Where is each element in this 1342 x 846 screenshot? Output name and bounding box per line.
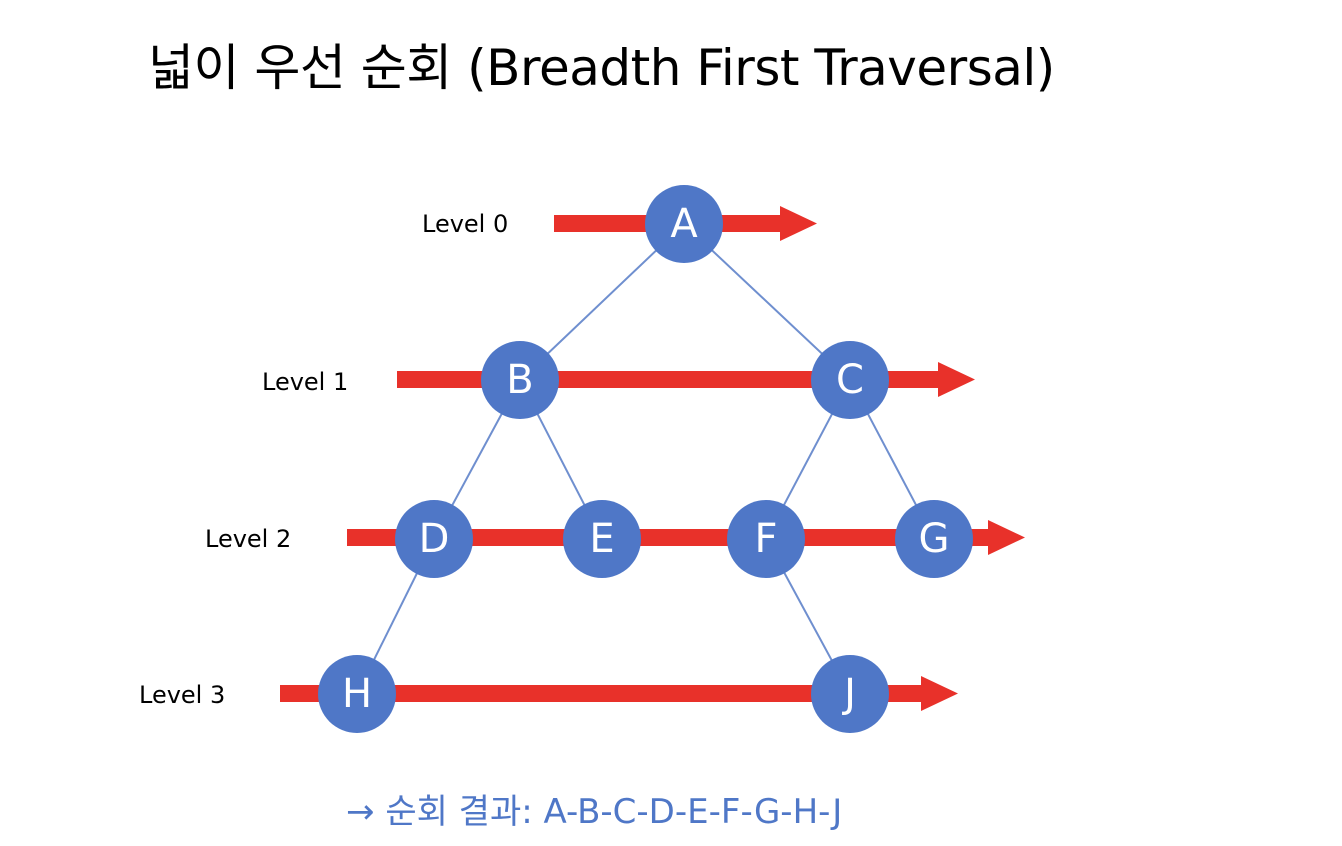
result-arrow-icon: →: [346, 792, 375, 832]
node-d: D: [395, 500, 473, 578]
node-c: C: [811, 341, 889, 419]
node-f-label: F: [754, 516, 777, 562]
node-j: J: [811, 655, 889, 733]
node-b-label: B: [506, 357, 533, 403]
node-g-label: G: [919, 516, 950, 562]
level-3-arrow: [280, 676, 958, 711]
level-label-1: Level 1: [262, 368, 348, 396]
node-d-label: D: [419, 516, 450, 562]
level-label-0: Level 0: [422, 210, 508, 238]
level-2-arrow: [347, 520, 1025, 555]
level-label-2: Level 2: [205, 525, 291, 553]
node-f: F: [727, 500, 805, 578]
node-e-label: E: [589, 516, 614, 562]
node-g: G: [895, 500, 973, 578]
node-c-label: C: [836, 357, 864, 403]
level-label-3: Level 3: [139, 681, 225, 709]
level-arrows: [280, 206, 1025, 711]
node-a: A: [645, 185, 723, 263]
level-labels: Level 0 Level 1 Level 2 Level 3: [139, 210, 508, 709]
tree-edges: [356, 223, 935, 695]
node-j-label: J: [841, 671, 856, 717]
tree-nodes: A B C D E F G H: [318, 185, 973, 733]
node-a-label: A: [670, 201, 698, 247]
result-value: A-B-C-D-E-F-G-H-J: [543, 792, 843, 832]
traversal-result: → 순회 결과: A-B-C-D-E-F-G-H-J: [346, 784, 842, 833]
node-h: H: [318, 655, 396, 733]
slide-title: 넓이 우선 순회 (Breadth First Traversal): [148, 39, 1055, 97]
node-b: B: [481, 341, 559, 419]
node-h-label: H: [342, 671, 372, 717]
node-e: E: [563, 500, 641, 578]
result-label: 순회 결과:: [385, 792, 533, 832]
